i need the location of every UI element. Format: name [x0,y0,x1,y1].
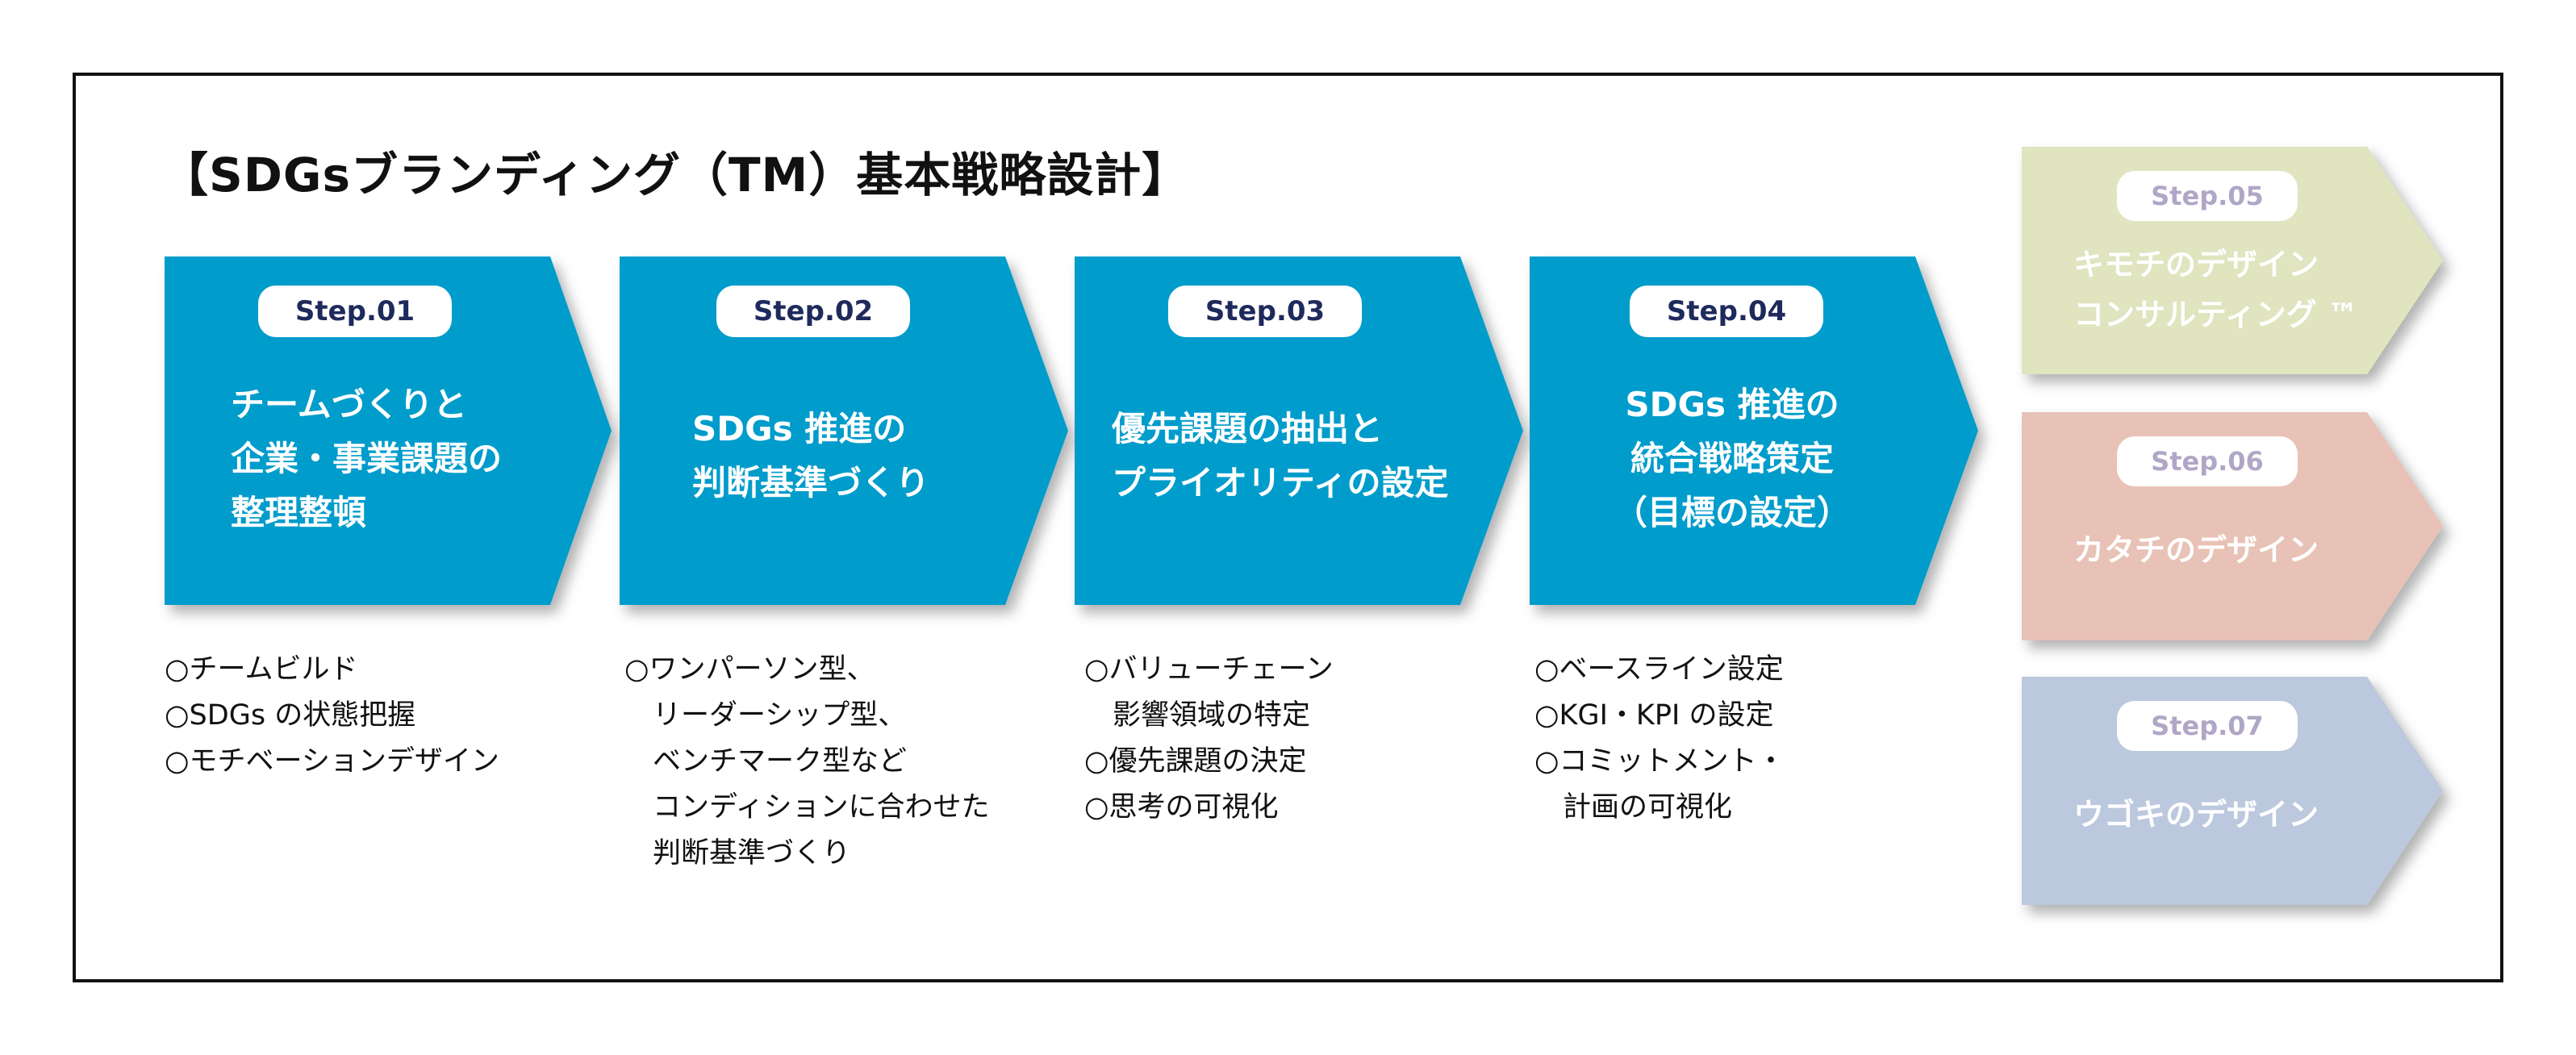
step-title: チームづくりと 企業・事業課題の 整理整頓 [231,385,503,532]
step-label: Step.04 [1630,286,1823,337]
step-04: Step.04 SDGs 推進の 統合戦略策定 （目標の設定） [1530,256,1978,605]
step-label: Step.05 [2117,171,2298,221]
step-03: Step.03 優先課題の抽出と プライオリティの設定 [1075,256,1523,605]
detail-item: ○SDGs の状態把握 [165,699,416,732]
step-04-details: ○ベースライン設定 ○KGI・KPI の設定 ○コミットメント・ 計画の可視化 [1534,647,1785,831]
detail-item: 計画の可視化 [1534,791,1733,824]
step-title: 優先課題の抽出と プライオリティの設定 [1112,409,1449,502]
detail-item: コンディションに合わせた [624,791,990,824]
step-02: Step.02 SDGs 推進の 判断基準づくり [620,256,1068,605]
step-label: Step.03 [1168,286,1362,337]
detail-item: ○バリューチェーン [1084,653,1334,686]
step-label: Step.02 [716,286,910,337]
step-title: ウゴキのデザイン [2073,797,2319,832]
step-03-details: ○バリューチェーン 影響領域の特定 ○優先課題の決定 ○思考の可視化 [1084,647,1334,831]
detail-item: ○思考の可視化 [1084,791,1279,824]
detail-item: ○KGI・KPI の設定 [1534,699,1774,732]
detail-item: ○モチベーションデザイン [165,745,499,778]
detail-item: ○コミットメント・ [1534,745,1785,778]
step-02-details: ○ワンパーソン型、 リーダーシップ型、 ベンチマーク型など コンディションに合わ… [624,647,990,877]
detail-item: ○ワンパーソン型、 [624,653,875,686]
step-07: Step.07 ウゴキのデザイン [2022,677,2443,905]
detail-item: リーダーシップ型、 [624,699,907,732]
detail-item: ベンチマーク型など [624,745,908,778]
detail-item: 影響領域の特定 [1084,699,1311,732]
step-01-details: ○チームビルド ○SDGs の状態把握 ○モチベーションデザイン [165,647,499,785]
step-title: SDGs 推進の 統合戦略策定 （目標の設定） [1614,385,1852,532]
step-label: Step.06 [2117,436,2298,486]
step-06: Step.06 カタチのデザイン [2022,412,2443,640]
detail-item: 判断基準づくり [624,837,851,869]
detail-item: ○優先課題の決定 [1084,745,1307,778]
page-title: 【SDGsブランディング（TM）基本戦略設計】 [161,148,1190,202]
detail-item: ○ベースライン設定 [1534,653,1784,686]
step-title: キモチのデザイン コンサルティング ™ [2073,247,2358,332]
detail-item: ○チームビルド [165,653,358,686]
step-label: Step.01 [258,286,452,337]
step-05: Step.05 キモチのデザイン コンサルティング ™ [2022,147,2443,374]
step-title: SDGs 推進の 判断基準づくり [692,409,930,502]
step-title: カタチのデザイン [2073,532,2319,568]
step-01: Step.01 チームづくりと 企業・事業課題の 整理整頓 [165,256,612,605]
step-label: Step.07 [2117,701,2298,751]
diagram-frame [73,73,2503,982]
